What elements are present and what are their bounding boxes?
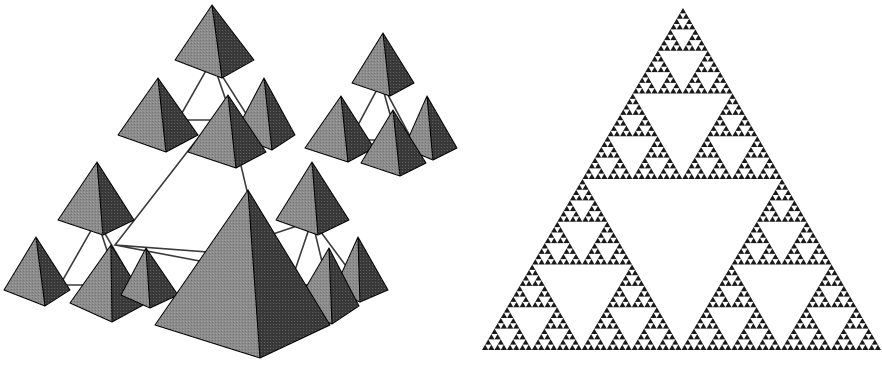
sierpinski-panel <box>470 0 882 365</box>
pyramid-11 <box>4 237 70 306</box>
pyramid-fractal-diagram <box>0 0 460 365</box>
pyramid-1 <box>175 5 254 78</box>
pyramid-solids <box>4 5 457 358</box>
pyramid-fractal-panel <box>0 0 460 365</box>
sierpinski-triangles <box>482 8 881 350</box>
pyramid-texture <box>276 162 318 235</box>
pyramid-2 <box>118 78 198 152</box>
pyramid-texture <box>118 78 166 152</box>
pyramid-6 <box>305 96 374 162</box>
pyramid-texture <box>305 96 348 162</box>
pyramid-13 <box>121 248 178 308</box>
pyramid-texture <box>97 162 134 235</box>
pyramid-10 <box>276 162 349 235</box>
strut-line <box>115 245 205 262</box>
pyramid-9 <box>58 162 134 235</box>
pyramid-5 <box>352 33 414 96</box>
pyramid-texture <box>155 190 260 358</box>
sierpinski-triangle-diagram <box>470 0 882 365</box>
pyramid-texture <box>312 162 349 235</box>
pyramid-texture <box>58 162 103 235</box>
